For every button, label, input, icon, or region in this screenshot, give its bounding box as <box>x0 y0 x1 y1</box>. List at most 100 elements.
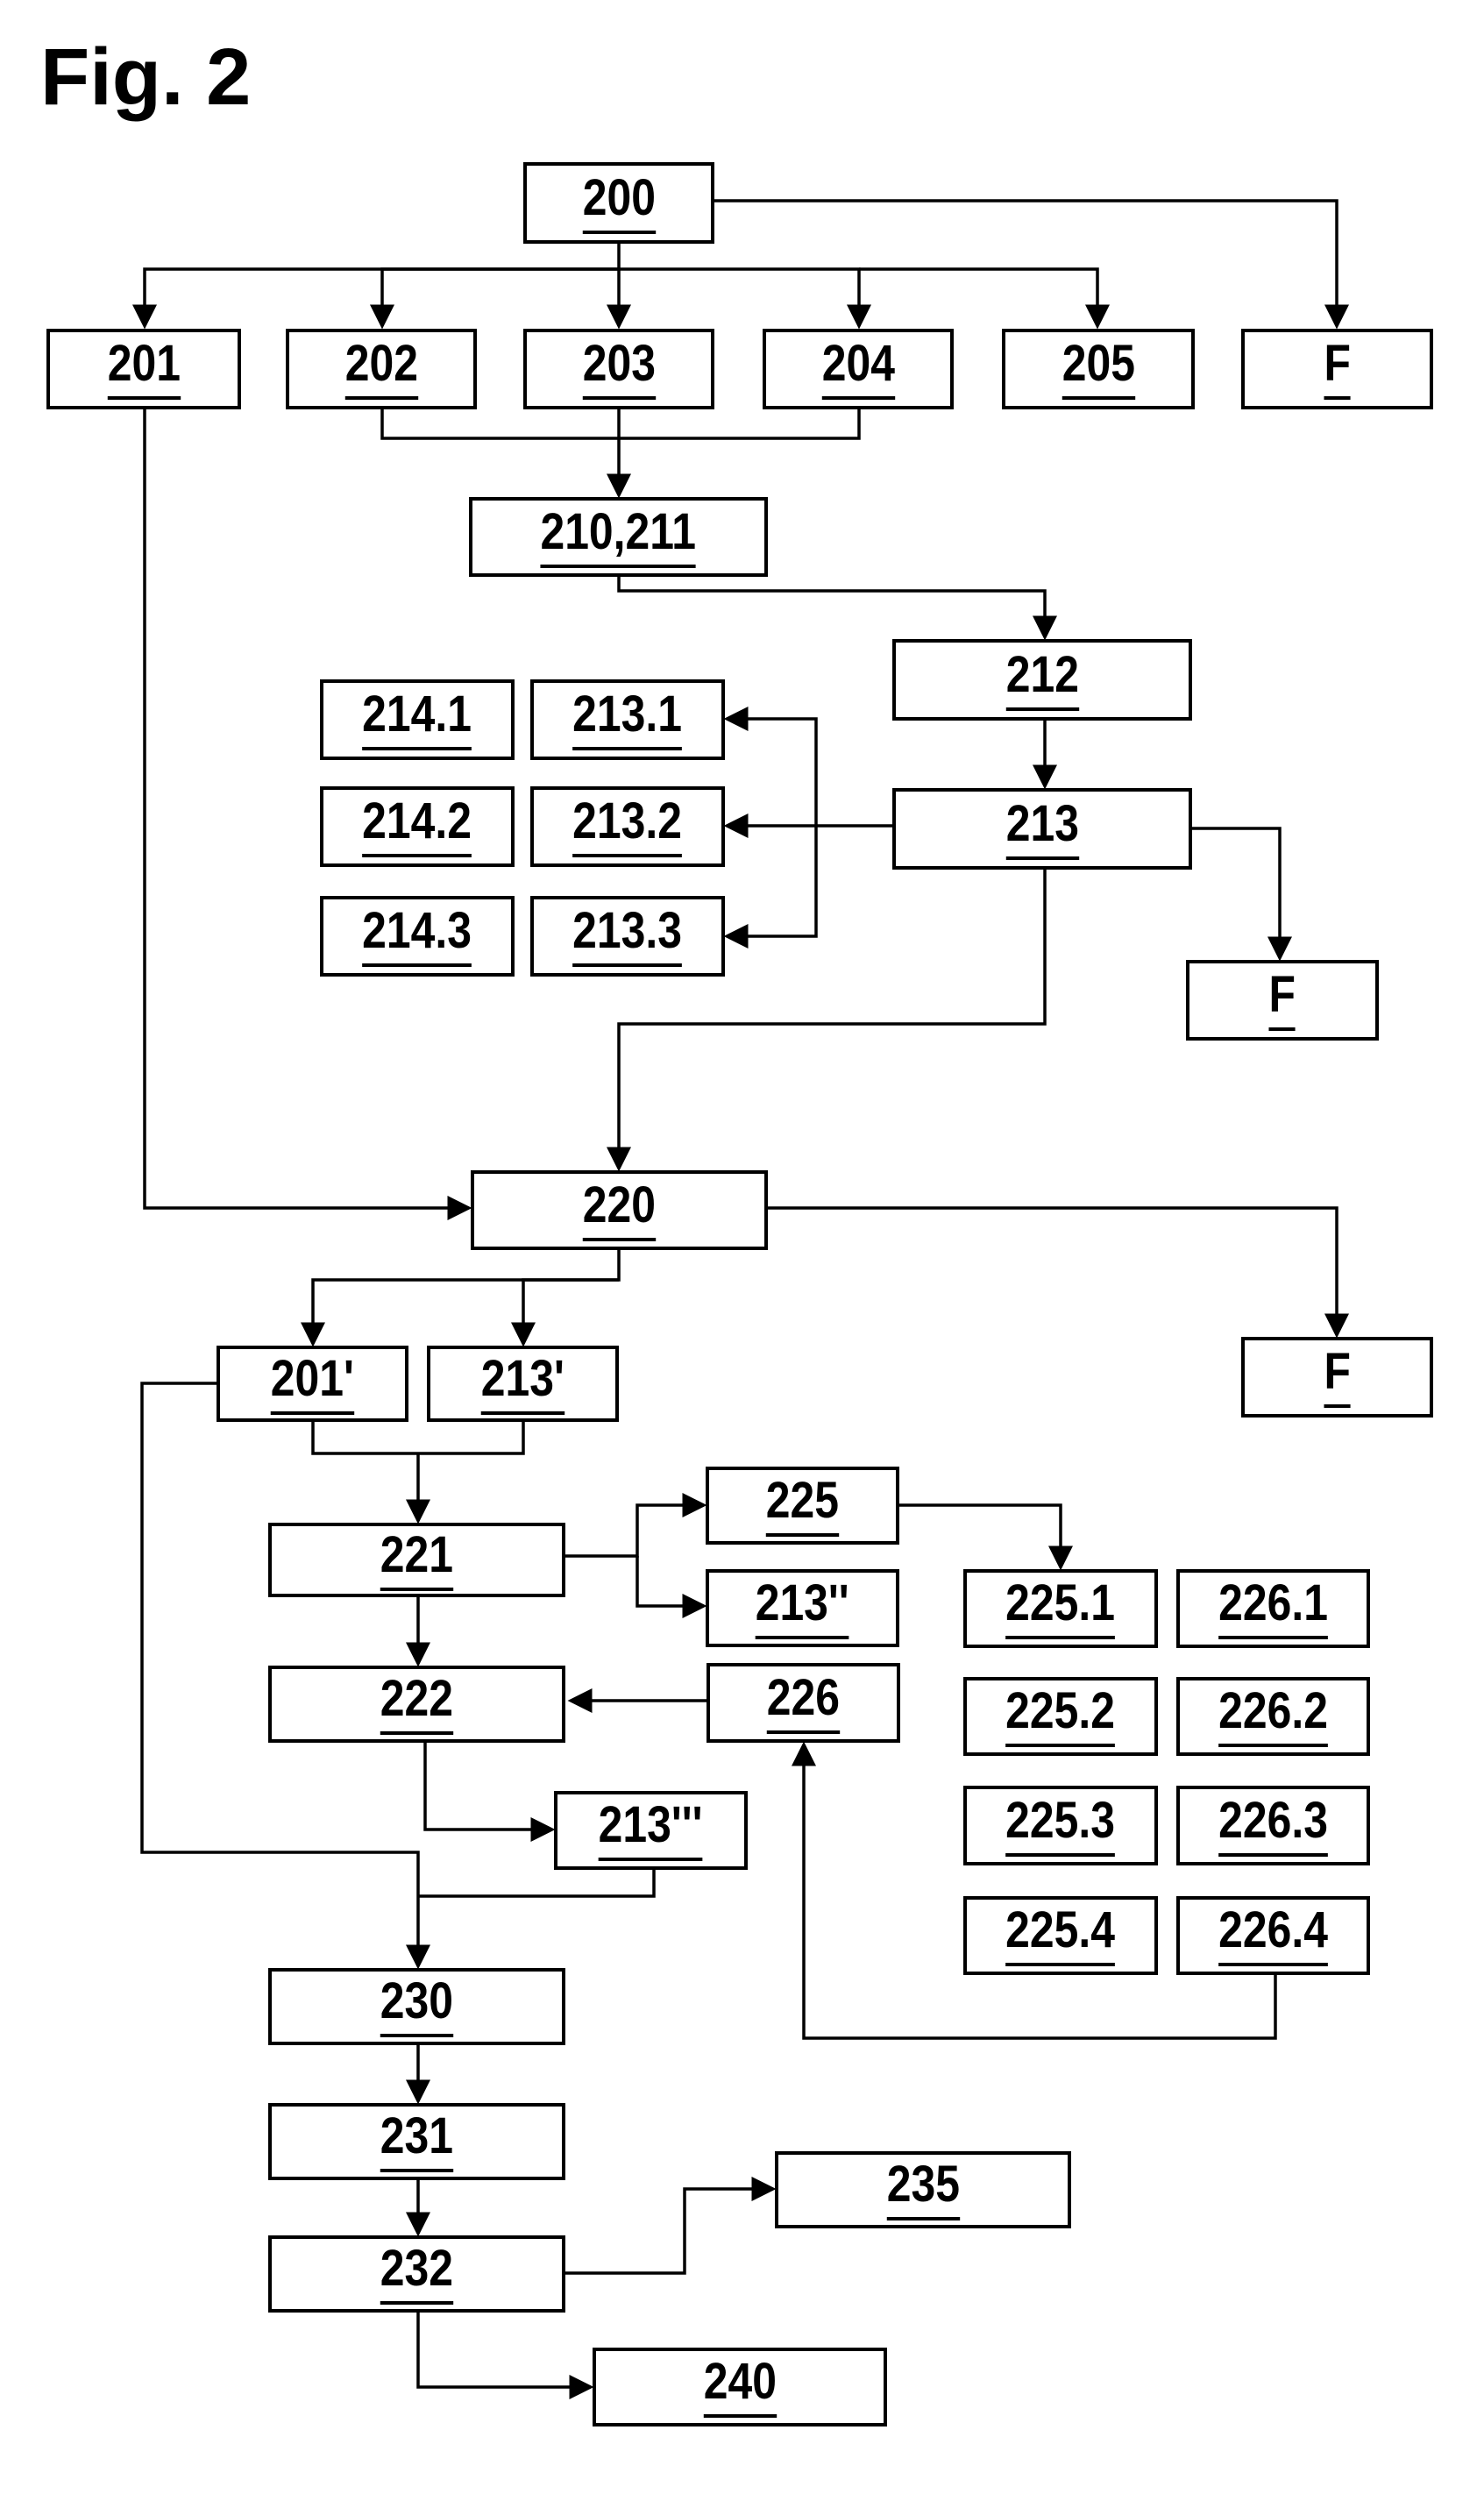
node-226-4: 226.4 <box>1176 1896 1370 1975</box>
node-214-2: 214.2 <box>320 786 515 867</box>
node-214-2-label: 214.2 <box>362 796 472 857</box>
node-F-3-label: F <box>1324 1346 1351 1408</box>
node-213-1-label: 213.1 <box>572 689 683 750</box>
edge-221-213pp <box>635 1556 707 1618</box>
edge-201p-230 <box>140 1382 430 1970</box>
node-214-3: 214.3 <box>320 896 515 977</box>
edge-200-204 <box>619 267 871 330</box>
node-F-2: F <box>1186 960 1379 1041</box>
node-225-2-label: 225.2 <box>1005 1686 1116 1747</box>
edge-200-205 <box>859 267 1110 330</box>
node-205-label: 205 <box>1062 338 1135 400</box>
edge-220-213p <box>511 1278 619 1347</box>
node-226-3: 226.3 <box>1176 1786 1370 1865</box>
node-226-1-label: 226.1 <box>1218 1578 1328 1639</box>
node-226: 226 <box>706 1663 900 1743</box>
node-213-2-label: 213.2 <box>572 796 683 857</box>
node-203-label: 203 <box>582 338 656 400</box>
edge-232-240 <box>416 2313 594 2399</box>
node-201-prime: 201' <box>217 1346 408 1422</box>
node-213-3-label: 213.3 <box>572 906 683 967</box>
node-213-double-prime-label: 213'' <box>756 1577 849 1639</box>
node-213-2: 213.2 <box>530 786 725 867</box>
node-213-label: 213 <box>1005 798 1079 860</box>
node-225-1-label: 225.1 <box>1005 1578 1116 1639</box>
node-240-label: 240 <box>703 2356 777 2418</box>
node-226-2: 226.2 <box>1176 1677 1370 1756</box>
node-213-1: 213.1 <box>530 679 725 760</box>
node-225-1: 225.1 <box>963 1569 1158 1648</box>
edge-213-2133 <box>723 826 818 949</box>
node-226-4-label: 226.4 <box>1218 1905 1328 1966</box>
node-226-2-label: 226.2 <box>1218 1686 1328 1747</box>
node-F-1-label: F <box>1324 338 1351 400</box>
edge-2264-226 <box>792 1741 1277 2040</box>
edge-222-213ppp <box>423 1743 556 1842</box>
node-231-label: 231 <box>380 2111 454 2172</box>
node-200: 200 <box>523 162 714 244</box>
node-F-2-label: F <box>1268 970 1296 1031</box>
node-213-prime: 213' <box>427 1346 619 1422</box>
node-202: 202 <box>286 329 477 409</box>
figure-title: Fig. 2 <box>40 32 252 122</box>
node-F-3: F <box>1241 1337 1433 1418</box>
node-213-3: 213.3 <box>530 896 725 977</box>
node-200-label: 200 <box>582 172 656 234</box>
node-222-label: 222 <box>380 1673 454 1735</box>
node-235: 235 <box>775 2151 1071 2228</box>
node-225-3: 225.3 <box>963 1786 1158 1865</box>
node-220-label: 220 <box>582 1179 657 1241</box>
node-213-double-prime: 213'' <box>706 1569 899 1647</box>
node-201-label: 201 <box>107 338 181 400</box>
node-226-3-label: 226.3 <box>1218 1794 1328 1857</box>
edge-220-F <box>768 1206 1349 1339</box>
edge-213-2131 <box>723 707 818 826</box>
edge-213-220 <box>607 870 1047 1172</box>
edge-200-202 <box>370 267 619 330</box>
node-222: 222 <box>268 1666 565 1743</box>
node-225-4-label: 225.4 <box>1005 1905 1116 1966</box>
node-213-triple-prime-label: 213''' <box>599 1800 703 1861</box>
node-230-label: 230 <box>380 1976 454 2037</box>
node-210-211: 210,211 <box>469 497 768 577</box>
node-225: 225 <box>706 1467 899 1545</box>
node-F-1: F <box>1241 329 1433 409</box>
node-235-label: 235 <box>886 2159 960 2220</box>
edge-225-2251 <box>899 1503 1073 1571</box>
node-226-1: 226.1 <box>1176 1569 1370 1648</box>
node-220: 220 <box>471 1170 768 1250</box>
edge-213ppp-230 <box>418 1870 656 1898</box>
node-201-prime-label: 201' <box>270 1353 355 1415</box>
node-230: 230 <box>268 1968 565 2045</box>
node-231: 231 <box>268 2103 565 2180</box>
edge-201p-213p-221 <box>311 1422 525 1521</box>
node-203: 203 <box>523 329 714 409</box>
node-225-label: 225 <box>765 1474 840 1537</box>
edge-200-F <box>714 199 1349 330</box>
node-232: 232 <box>268 2235 565 2313</box>
edge-221-225 <box>565 1493 707 1558</box>
node-221: 221 <box>268 1523 565 1597</box>
edge-202-204-210 <box>380 409 861 495</box>
node-225-4: 225.4 <box>963 1896 1158 1975</box>
node-204: 204 <box>763 329 954 409</box>
edge-232-235 <box>565 2177 777 2275</box>
node-240: 240 <box>593 2348 887 2426</box>
node-225-2: 225.2 <box>963 1677 1158 1756</box>
edge-210-212 <box>617 577 1057 641</box>
node-212-label: 212 <box>1005 649 1079 711</box>
node-213-triple-prime: 213''' <box>554 1791 748 1870</box>
node-225-3-label: 225.3 <box>1005 1794 1116 1857</box>
node-221-label: 221 <box>380 1529 454 1591</box>
node-202-label: 202 <box>344 338 418 400</box>
node-212: 212 <box>892 639 1192 721</box>
edge-201-220 <box>143 409 472 1220</box>
edge-213-F <box>1192 827 1292 962</box>
node-214-1: 214.1 <box>320 679 515 760</box>
node-201: 201 <box>46 329 241 409</box>
node-205: 205 <box>1002 329 1195 409</box>
node-210-211-label: 210,211 <box>540 506 697 568</box>
edge-220-201p <box>301 1250 621 1347</box>
node-232-label: 232 <box>380 2243 454 2305</box>
